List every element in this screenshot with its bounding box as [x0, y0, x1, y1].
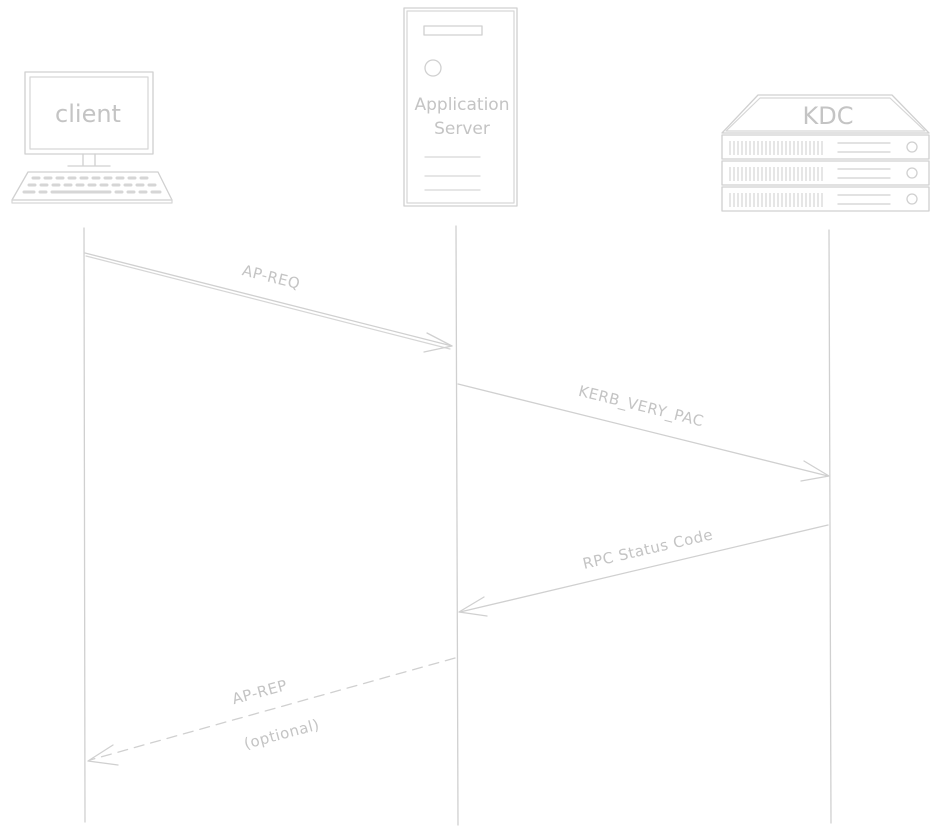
client-label: client [55, 100, 121, 128]
kerb-verify-pac-arrow [457, 383, 830, 482]
kdc-lifeline [828, 229, 832, 824]
server-lifeline [455, 225, 459, 826]
ap-rep-label: AP-REP [230, 676, 289, 708]
kdc-server-rack-icon: KDC [721, 94, 930, 212]
client-computer-icon: client [11, 71, 173, 204]
application-server-icon: Application Server [403, 7, 518, 207]
ap-req-label: AP-REQ [240, 261, 302, 293]
kerb-verify-pac-label: KERB_VERY_PAC [576, 382, 705, 432]
server-label-line1: Application [415, 95, 510, 115]
ap-req-arrow [84, 252, 453, 353]
kdc-label: KDC [803, 102, 854, 130]
ap-rep-arrow [87, 657, 456, 766]
server-label-line2: Server [434, 119, 490, 139]
rpc-status-label: RPC Status Code [581, 525, 715, 572]
rpc-status-arrow [458, 524, 829, 617]
client-lifeline [83, 227, 86, 823]
ap-rep-optional-note: (optional) [242, 715, 322, 752]
